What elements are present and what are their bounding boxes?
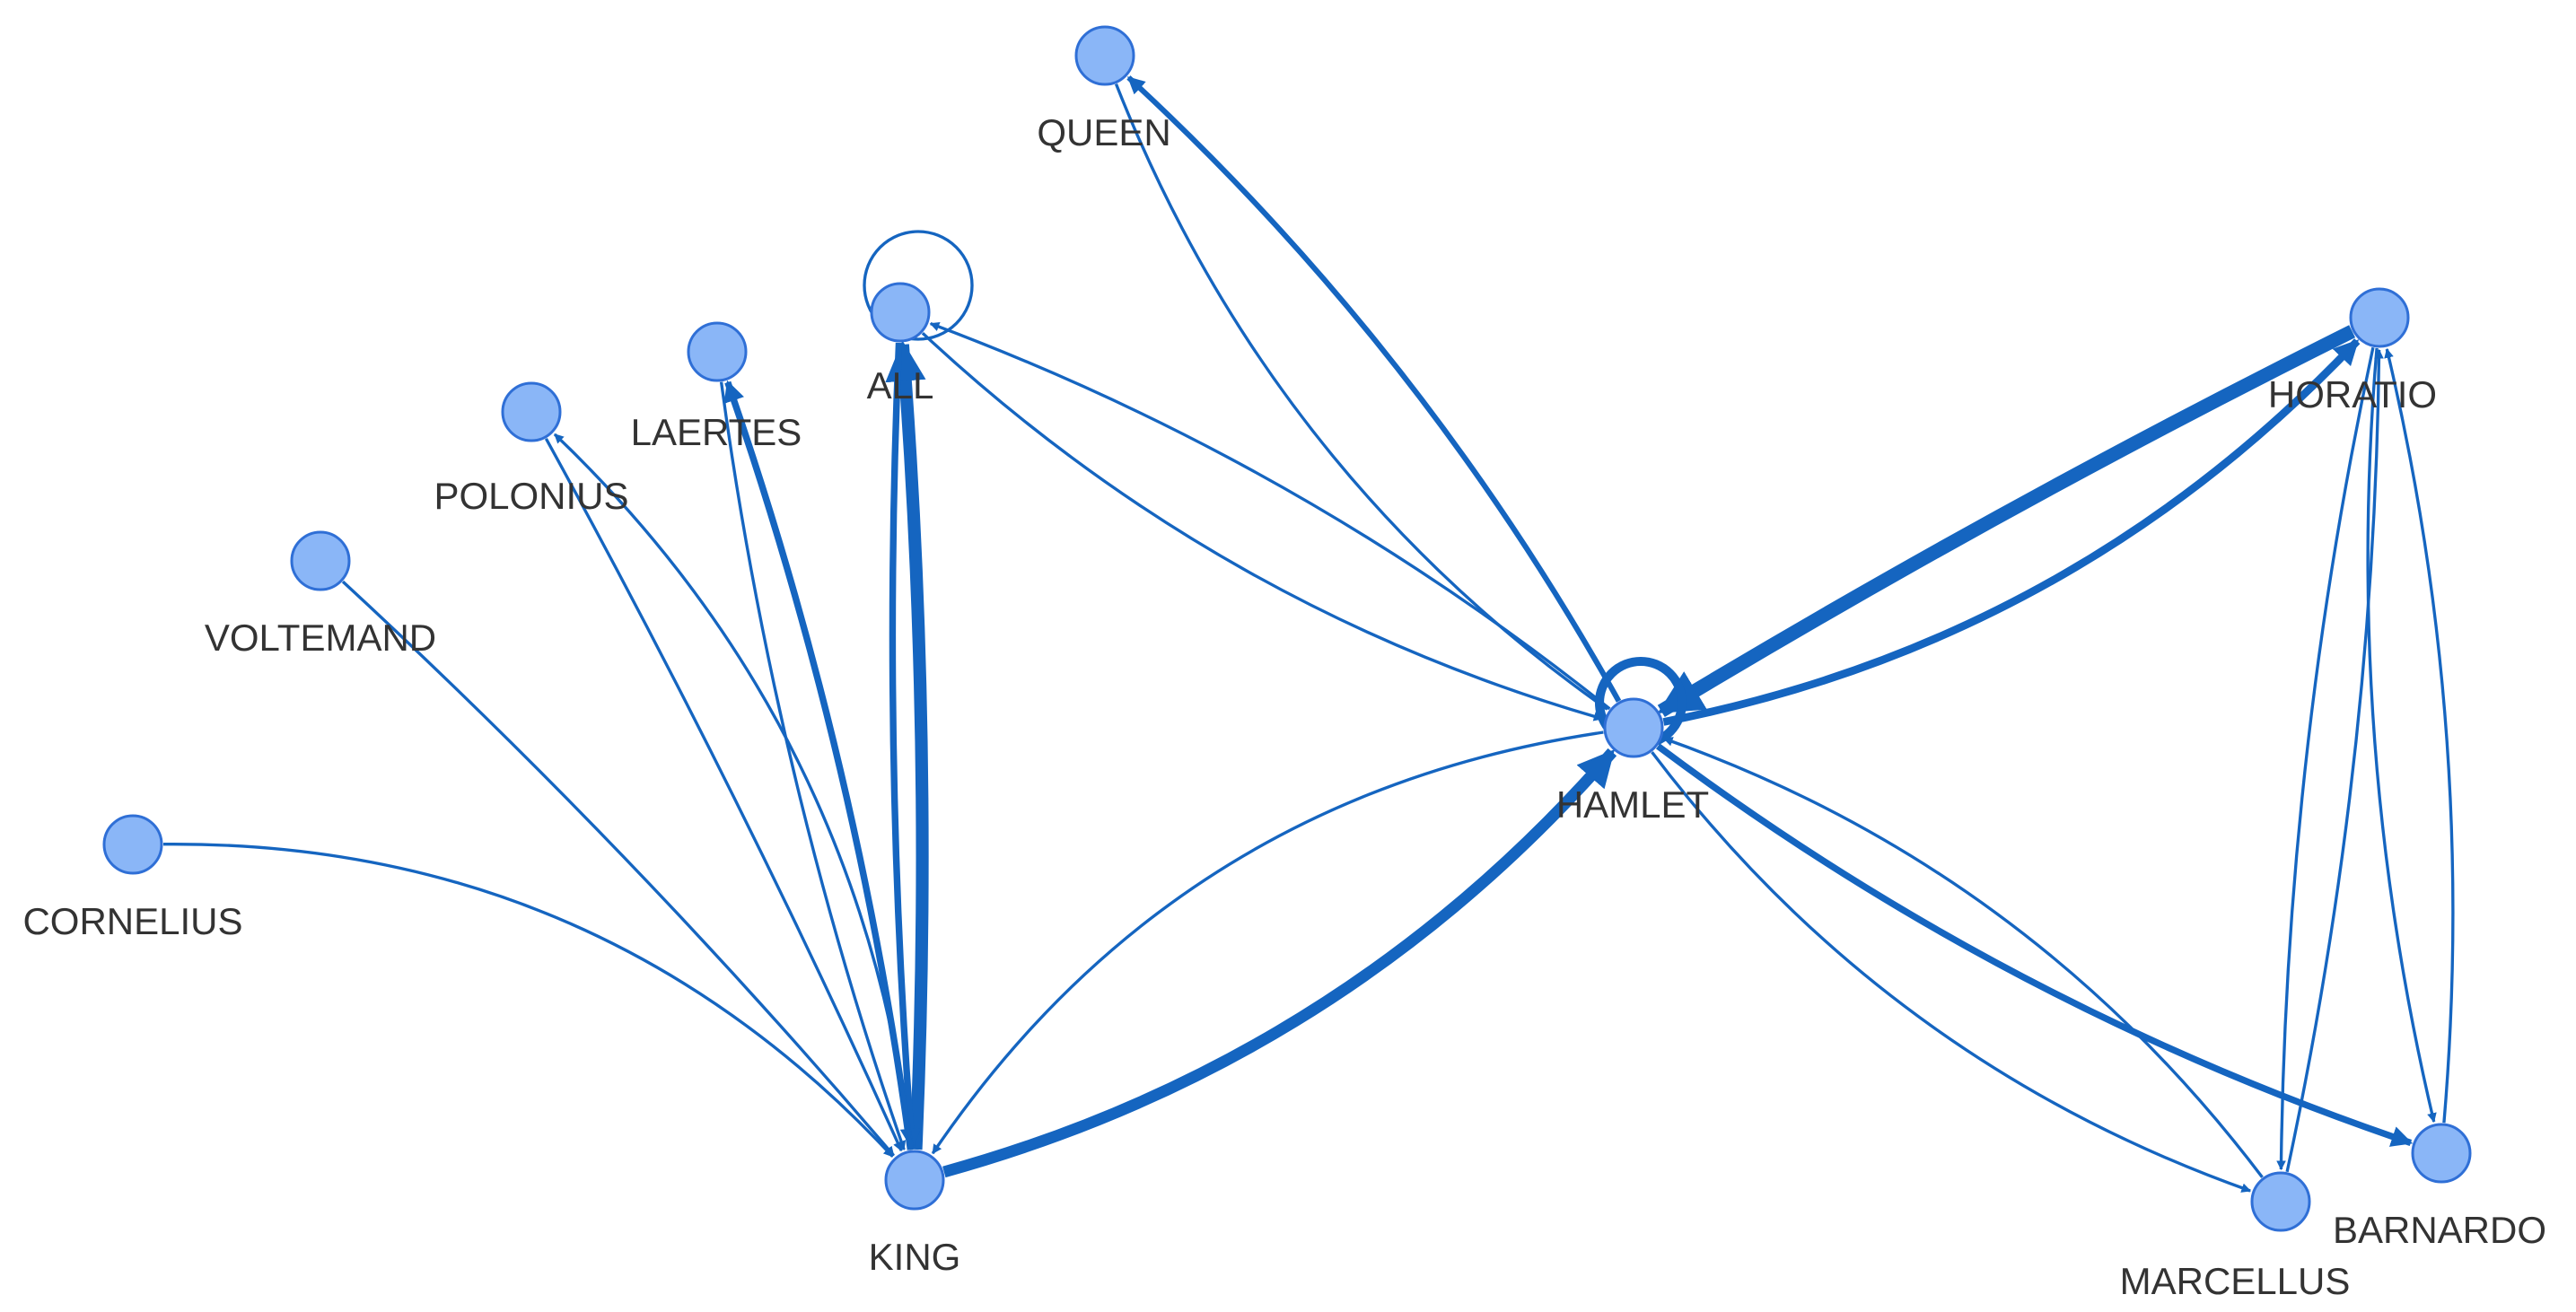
edge-all-to-king	[889, 342, 922, 1150]
node-label-marcellus: MARCELLUS	[2120, 1260, 2351, 1302]
node-barnardo	[2411, 1123, 2472, 1184]
edge-king-to-hamlet	[942, 748, 1617, 1178]
node-label-barnardo: BARNARDO	[2333, 1209, 2546, 1251]
edge-all-to-hamlet	[921, 331, 1604, 722]
edge-hamlet-to-king	[931, 730, 1604, 1155]
node-polonius	[501, 381, 562, 442]
edges-layer	[162, 75, 2455, 1193]
node-queen	[1074, 25, 1135, 86]
node-label-cornelius: CORNELIUS	[22, 900, 242, 942]
node-king	[884, 1150, 945, 1211]
node-voltemand	[290, 530, 351, 591]
edge-horatio-to-hamlet	[1657, 325, 2356, 718]
edge-king-to-laertes	[723, 380, 915, 1150]
edge-hamlet-to-all	[929, 321, 1611, 711]
node-label-voltemand: VOLTEMAND	[205, 617, 436, 659]
node-label-queen: QUEEN	[1037, 111, 1170, 153]
nodes-layer	[102, 25, 2472, 1232]
edge-horatio-to-marcellus	[2276, 346, 2375, 1171]
node-hamlet	[1603, 697, 1664, 758]
edge-marcellus-to-horatio	[2285, 348, 2384, 1173]
edge-hamlet-to-marcellus	[1651, 751, 2252, 1193]
node-all	[870, 282, 931, 343]
node-label-laertes: LAERTES	[631, 411, 802, 453]
node-label-polonius: POLONIUS	[434, 475, 628, 517]
edge-polonius-to-king	[544, 437, 903, 1152]
edge-queen-to-hamlet	[1114, 83, 1608, 711]
node-horatio	[2349, 287, 2410, 348]
edge-hamlet-to-queen	[1126, 75, 1622, 703]
node-label-hamlet: HAMLET	[1556, 783, 1709, 826]
edge-hamlet-to-horatio	[1662, 338, 2361, 726]
edge-barnardo-to-horatio	[2384, 347, 2455, 1124]
node-label-horatio: HORATIO	[2268, 373, 2437, 415]
edge-king-to-polonius	[553, 433, 913, 1150]
node-label-all: ALL	[867, 364, 934, 407]
edge-king-to-all	[885, 340, 929, 1150]
edge-laertes-to-king	[719, 381, 907, 1151]
edge-hamlet-to-barnardo	[1655, 743, 2414, 1147]
node-laertes	[687, 321, 748, 382]
node-label-king: KING	[869, 1236, 961, 1278]
edge-cornelius-to-king	[162, 843, 894, 1158]
edge-marcellus-to-hamlet	[1662, 737, 2264, 1178]
node-marcellus	[2250, 1171, 2311, 1232]
edge-horatio-to-barnardo	[2366, 347, 2437, 1124]
node-cornelius	[102, 814, 163, 875]
edge-voltemand-to-king	[341, 580, 895, 1157]
